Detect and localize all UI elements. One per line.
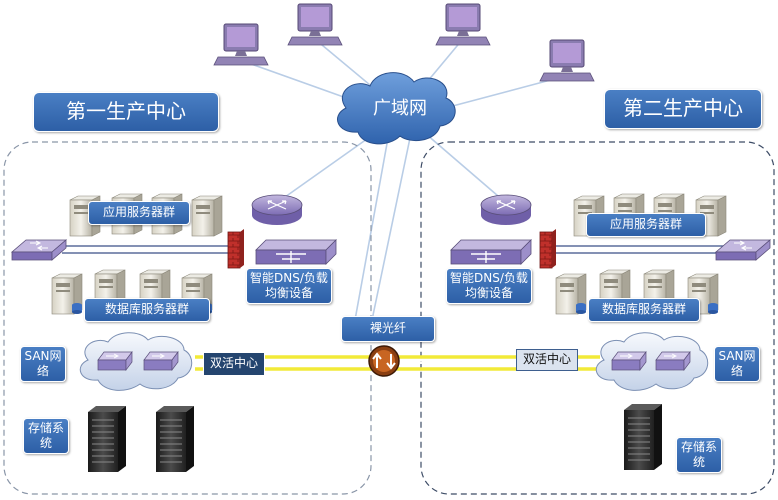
dc1-san-switch-icon xyxy=(143,351,179,371)
dc1-load-balancer-icon xyxy=(255,239,337,265)
dc1-core-switch-icon xyxy=(11,239,67,261)
dc2-san-cloud-icon xyxy=(595,332,709,391)
dc1-app-servers-label: 应用服务器群 xyxy=(88,201,190,225)
dc1-active-active-label: 双活中心 xyxy=(203,352,265,376)
dc1-storage-rack-icon xyxy=(87,405,127,473)
dc1-title: 第一生产中心 xyxy=(33,92,219,132)
fiber-hub-icon xyxy=(368,345,400,377)
client-pc-icon xyxy=(287,3,343,46)
dc1-san-switch-icon xyxy=(97,351,133,371)
dc2-san-switch-icon xyxy=(611,351,647,371)
wan-cloud-icon xyxy=(337,72,456,145)
dc1-san-cloud-icon xyxy=(79,332,193,391)
dc2-db-servers-label: 数据库服务器群 xyxy=(588,298,700,322)
dc1-storage-label: 存储系统 xyxy=(23,418,69,454)
client-pc-icon xyxy=(539,39,595,82)
dc2-san-label: SAN网络 xyxy=(714,346,760,382)
dc1-san-label: SAN网络 xyxy=(20,346,66,382)
dc2-load-balancer-icon xyxy=(450,239,532,265)
dc2-app-servers-label: 应用服务器群 xyxy=(586,213,706,237)
dc1-firewall-icon xyxy=(227,228,245,269)
dc2-dns-lb-label: 智能DNS/负载均衡设备 xyxy=(446,268,532,304)
dc2-firewall-icon xyxy=(539,228,557,269)
dc1-router-icon xyxy=(251,194,303,226)
dc2-storage-rack-icon xyxy=(623,403,663,471)
dc2-title: 第二生产中心 xyxy=(604,89,762,129)
fiber-label: 裸光纤 xyxy=(341,316,435,342)
dc1-db-servers-label: 数据库服务器群 xyxy=(84,298,210,322)
dc2-db-server-icon xyxy=(556,274,586,314)
dc1-dns-lb-label: 智能DNS/负载均衡设备 xyxy=(246,268,332,304)
dc2-san-switch-icon xyxy=(655,351,691,371)
client-pc-icon xyxy=(213,23,269,66)
dc2-storage-label: 存储系统 xyxy=(676,437,722,473)
dc1-app-server-icon xyxy=(191,195,223,237)
wan-label: 广域网 xyxy=(373,98,427,119)
dc2-router-icon xyxy=(480,194,532,226)
dc2-active-active-label: 双活中心 xyxy=(516,349,578,371)
dc1-db-server-icon xyxy=(52,274,82,314)
client-pc-icon xyxy=(435,3,491,46)
dc1-storage-rack-icon xyxy=(155,405,195,473)
dc2-core-switch-icon xyxy=(715,239,771,261)
